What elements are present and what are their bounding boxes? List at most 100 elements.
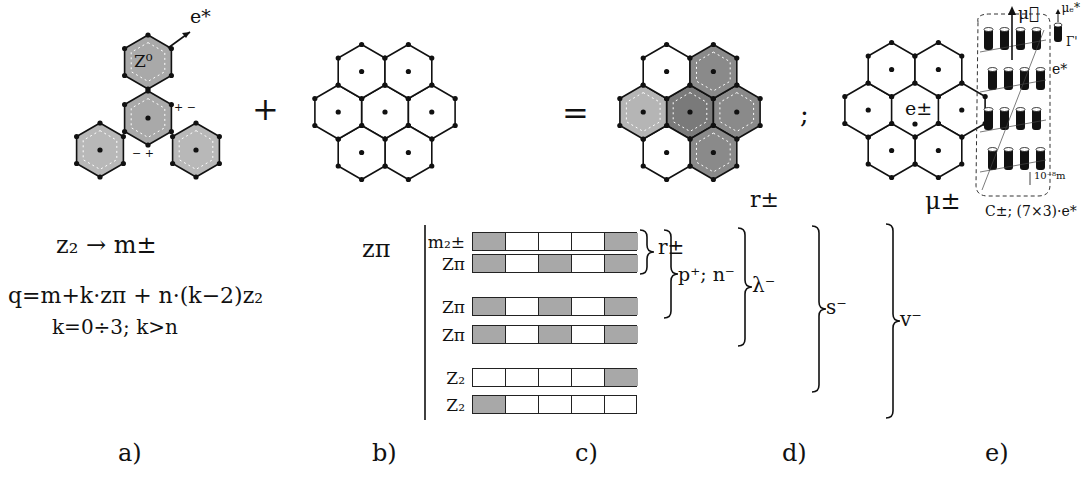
vertex-dot [406, 123, 411, 128]
vertex-dot [617, 96, 622, 101]
cylinder-top [1036, 148, 1045, 152]
vertex-dot [359, 96, 364, 101]
vertex-dot [687, 136, 692, 141]
dimension-line [1030, 172, 1031, 185]
particle-label: r± [750, 188, 779, 212]
vertex-dot [936, 121, 941, 126]
table-cell [572, 396, 605, 413]
vertex-dot [889, 40, 894, 45]
table-cell [506, 298, 539, 315]
vertex-dot [406, 96, 411, 101]
cylinder-top [1020, 148, 1029, 152]
table-cell [473, 396, 506, 413]
table-cell [572, 255, 605, 272]
table-cell [572, 369, 605, 386]
vertex-dot [359, 177, 364, 182]
cylinder [1016, 28, 1025, 50]
vertex-dot [453, 123, 458, 128]
vertex-dot [170, 134, 175, 139]
vertex-dot [734, 163, 739, 168]
bracket-label: λ⁻ [752, 274, 775, 296]
table-cell [605, 298, 638, 315]
cell-texture [720, 93, 754, 132]
cylinder [1036, 68, 1045, 90]
particle-label: e± [905, 98, 932, 119]
vertex-dot [217, 134, 222, 139]
vertex-dot [617, 123, 622, 128]
cylinder-top [1000, 108, 1009, 112]
bracket-label: v⁻ [900, 308, 922, 330]
table-cell [506, 233, 539, 250]
vertex-dot [711, 96, 716, 101]
center-dot [711, 69, 716, 74]
formula: zπ [362, 236, 390, 262]
hexagon-cell [915, 124, 962, 178]
charge-sign: − + [132, 148, 154, 160]
cylinder-top [1054, 23, 1062, 27]
vertex-dot [429, 136, 434, 141]
vertex-dot [170, 161, 175, 166]
table-cell [605, 369, 638, 386]
vertex-dot [145, 88, 150, 93]
vertex-dot [122, 73, 127, 78]
vertex-dot [74, 161, 79, 166]
vertex-dot [382, 136, 387, 141]
table-cell [572, 233, 605, 250]
table-row: Z₂ [472, 368, 637, 387]
vertex-dot [312, 123, 317, 128]
charge-sign: + − [174, 102, 196, 114]
vertex-dot [145, 142, 150, 147]
bracket-label: r± [658, 236, 684, 258]
dimension-label: 10⁻⁸m [1034, 170, 1066, 181]
cylinder-top [1004, 148, 1013, 152]
braces [640, 224, 900, 418]
vertex-dot [711, 123, 716, 128]
vertex-dot [959, 134, 964, 139]
center-dot [912, 121, 917, 126]
vertex-dot [217, 161, 222, 166]
vertex-dot [912, 134, 917, 139]
vertex-dot [711, 123, 716, 128]
vertex-dot [687, 82, 692, 87]
cylinder-top [1020, 68, 1029, 72]
hexagon-cell [338, 45, 385, 99]
vertex-dot [312, 96, 317, 101]
panel-letter: d) [782, 440, 807, 466]
hexagon-cell [690, 45, 737, 99]
vertex-dot [382, 82, 387, 87]
row-label: Z₂ [446, 395, 465, 414]
vertex-dot [866, 80, 871, 85]
table-cell [605, 326, 638, 343]
vertex-dot [734, 136, 739, 141]
formula: q=m+k·zπ + n·(k−2)z₂ [8, 284, 263, 308]
vertex-dot [936, 94, 941, 99]
vertex-dot [687, 82, 692, 87]
vertex-dot [641, 136, 646, 141]
vertex-dot [97, 174, 102, 179]
vertex-dot [359, 123, 364, 128]
panel-letter: c) [575, 440, 598, 466]
cylinder-top [984, 108, 993, 112]
single-cylinder [1054, 24, 1062, 42]
formula: z₂ → m± [56, 232, 157, 258]
cylinder-top [1016, 28, 1025, 32]
panel-letter: a) [118, 440, 142, 466]
vertex-dot [97, 120, 102, 125]
vertex-dot [734, 55, 739, 60]
lattice-cylinders [980, 28, 1046, 191]
vertex-dot [664, 96, 669, 101]
vertex-dot [912, 134, 917, 139]
center-dot [959, 107, 964, 112]
vertex-dot [122, 46, 127, 51]
vertex-dot [664, 96, 669, 101]
vertex-dot [687, 136, 692, 141]
vertex-dot [169, 73, 174, 78]
row-label: Zπ [442, 325, 465, 344]
cell-texture [131, 99, 165, 138]
vertex-dot [382, 55, 387, 60]
cylinder [1016, 108, 1025, 130]
operator: + [252, 92, 279, 127]
center-dot [97, 147, 102, 152]
vertex-dot [842, 121, 847, 126]
vertex-dot [429, 55, 434, 60]
